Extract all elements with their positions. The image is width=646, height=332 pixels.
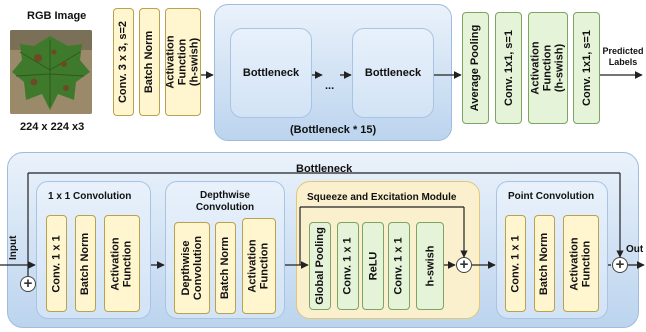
- head-conv1-block: Conv. 1x1, s=1: [495, 12, 522, 124]
- bottleneck-block-2: Bottleneck: [352, 28, 434, 118]
- predicted-labels: Predicted Labels: [602, 46, 644, 67]
- conv1x1-batchnorm-block: Batch Norm: [75, 215, 96, 312]
- pointconv-conv-block: Conv. 1 x 1: [505, 215, 526, 312]
- se-conv2-block: Conv. 1 x 1: [388, 222, 410, 310]
- depthwise-conv-block: Depthwise Convolution: [174, 222, 210, 314]
- se-globalpool-block: Global Pooling: [309, 222, 331, 310]
- depthwise-title: Depthwise Convolution: [195, 190, 255, 213]
- input-size-label: 224 x 224 x3: [20, 121, 85, 133]
- bottleneck-2-label: Bottleneck: [364, 67, 422, 79]
- bottleneck-caption: (Bottleneck * 15): [290, 124, 377, 136]
- bottleneck-dots: ...: [325, 80, 335, 92]
- stem-batchnorm-block: Batch Norm: [139, 8, 160, 116]
- depthwise-activation-block: Activation Function: [242, 218, 276, 314]
- leaf-image: [10, 30, 92, 114]
- se-relu-block: ReLU: [362, 222, 384, 310]
- pointconv-activation-block: Activation Function: [563, 215, 599, 312]
- head-activation-block: Activation Function (h-swish): [528, 12, 568, 124]
- se-hswish-block: h-swish: [416, 222, 444, 310]
- stem-activation-block: Activation Function (h-swish): [165, 8, 201, 116]
- residual-add-icon: +: [612, 257, 628, 273]
- head-conv2-block: Conv. 1x1, s=1: [573, 12, 600, 124]
- bottleneck-block-1: Bottleneck: [230, 28, 312, 118]
- conv1x1-conv-block: Conv. 1 x 1: [46, 215, 67, 312]
- depthwise-batchnorm-block: Batch Norm: [215, 222, 236, 314]
- se-title: Squeeze and Excitation Module: [307, 192, 457, 203]
- pointconv-batchnorm-block: Batch Norm: [534, 215, 555, 312]
- conv1x1-title: 1 x 1 Convolution: [48, 191, 132, 202]
- output-label: Out: [626, 244, 644, 255]
- se-conv1-block: Conv. 1 x 1: [337, 222, 359, 310]
- grape-leaf-icon: [10, 30, 92, 114]
- bottleneck-1-label: Bottleneck: [242, 67, 300, 79]
- input-add-icon: +: [20, 276, 36, 292]
- stem-conv-block: Conv. 3 x 3, s=2: [113, 8, 134, 116]
- conv1x1-activation-block: Activation Function: [104, 215, 140, 312]
- rgb-image-label: RGB Image: [27, 10, 87, 22]
- head-avgpool-block: Average Pooling: [462, 12, 489, 124]
- pointconv-title: Point Convolution: [508, 191, 595, 202]
- se-multiply-icon: +: [456, 257, 472, 273]
- bottleneck-detail-title: Bottleneck: [296, 163, 353, 175]
